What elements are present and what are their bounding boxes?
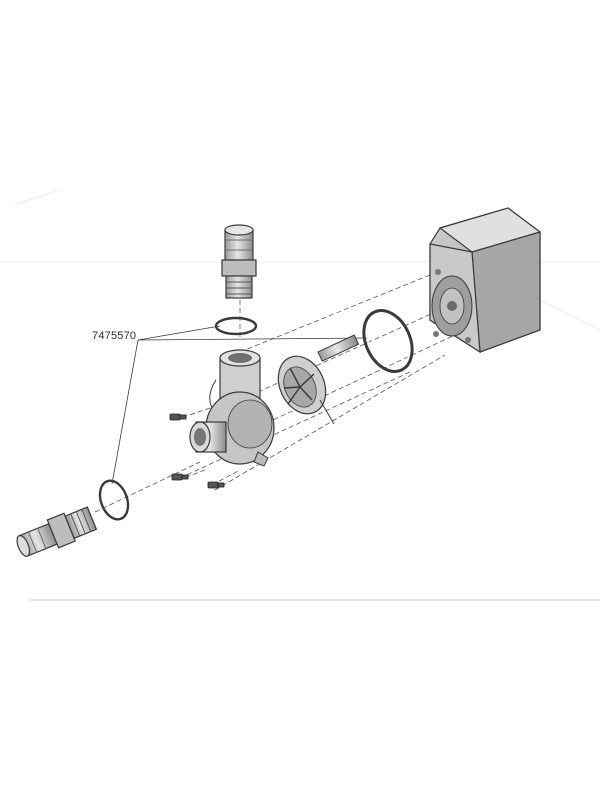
screw-3 xyxy=(207,481,225,489)
screw-icon xyxy=(169,413,225,489)
impeller-icon xyxy=(277,334,360,425)
large-o-ring-icon xyxy=(362,309,414,373)
leader-lines xyxy=(111,325,369,485)
top-hose-fitting-icon xyxy=(221,224,257,299)
screw-1 xyxy=(169,413,187,421)
part-number-label: 7475570 xyxy=(92,330,137,342)
top-o-ring-icon xyxy=(214,316,258,336)
screw-2 xyxy=(171,473,189,481)
motor-icon xyxy=(429,207,542,354)
pump-housing-icon xyxy=(189,349,275,467)
assembly-axis-lines xyxy=(94,274,456,513)
left-o-ring-icon xyxy=(98,479,130,521)
left-hose-fitting-icon xyxy=(16,506,98,557)
